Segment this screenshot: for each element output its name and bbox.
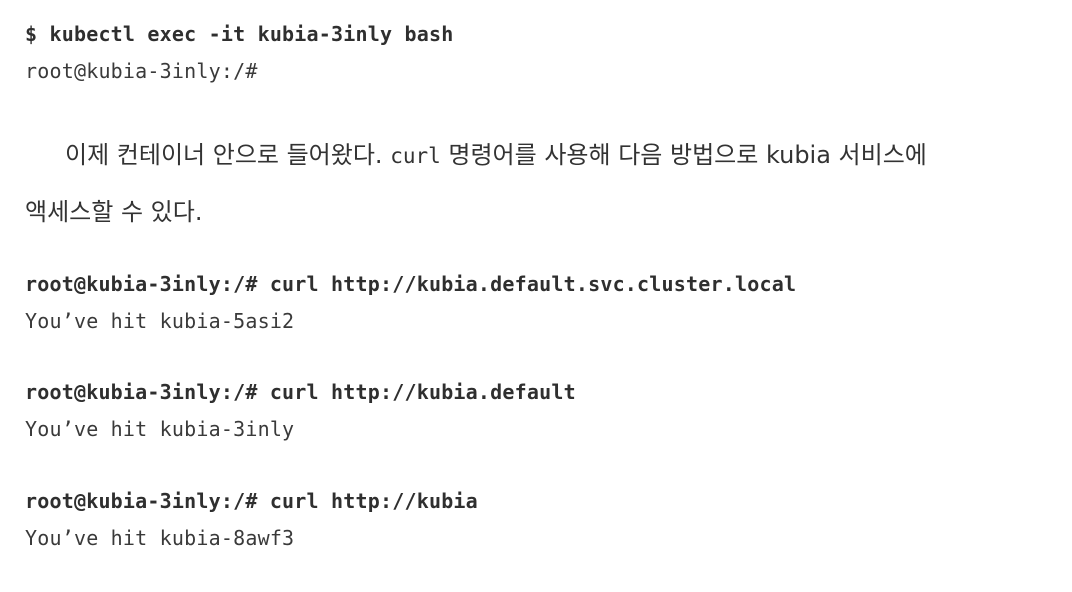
curl-output-short: You’ve hit kubia-8awf3 (25, 526, 295, 550)
explanation-paragraph: 이제 컨테이너 안으로 들어왔다. curl 명령어를 사용해 다음 방법으로 … (25, 127, 1032, 240)
curl-command-short: root@kubia-3inly:/# curl http://kubia (25, 489, 478, 513)
paragraph-text-b: 명령어를 사용해 다음 방법으로 kubia 서비스에 (440, 141, 927, 169)
paragraph-line-1: 이제 컨테이너 안으로 들어왔다. curl 명령어를 사용해 다음 방법으로 … (25, 127, 1032, 184)
curl-command-namespace: root@kubia-3inly:/# curl http://kubia.de… (25, 380, 576, 404)
curl-output-namespace: You’ve hit kubia-3inly (25, 417, 295, 441)
shell-prompt: root@kubia-3inly:/# (25, 59, 258, 83)
inline-code-curl: curl (390, 144, 441, 168)
paragraph-line-2: 액세스할 수 있다. (25, 198, 203, 226)
curl-output-fqdn: You’ve hit kubia-5asi2 (25, 309, 295, 333)
curl-command-fqdn: root@kubia-3inly:/# curl http://kubia.de… (25, 272, 797, 296)
paragraph-text-a: 이제 컨테이너 안으로 들어왔다. (65, 141, 391, 169)
exec-command: $ kubectl exec -it kubia-3inly bash (25, 22, 454, 46)
